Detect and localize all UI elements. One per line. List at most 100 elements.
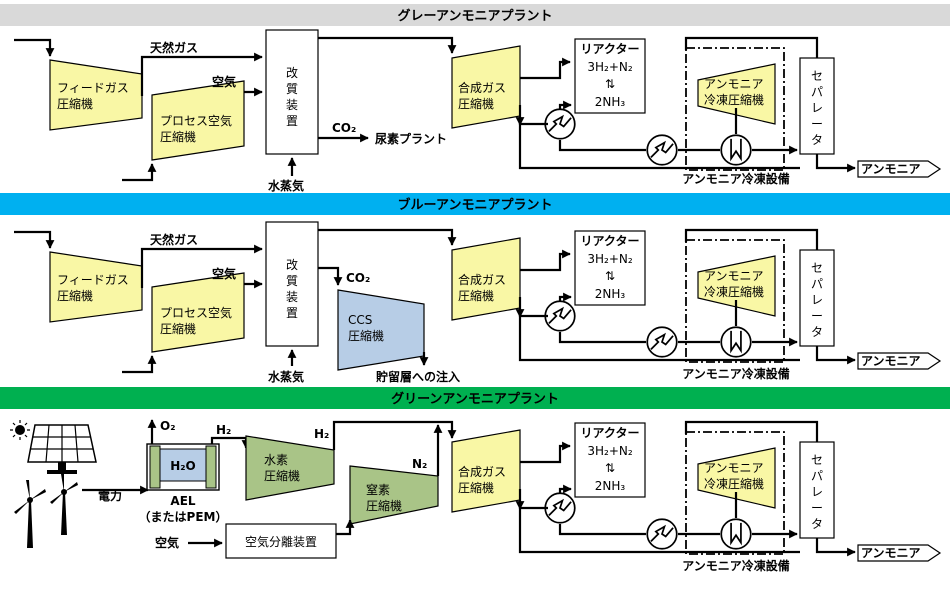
cooler-line bbox=[558, 140, 646, 152]
refrigeration-compressor-label-1: アンモニア bbox=[704, 461, 764, 475]
separator bbox=[799, 249, 835, 347]
air-label: 空気 bbox=[212, 266, 236, 281]
ccs-compressor-label-2: 圧縮機 bbox=[348, 328, 384, 343]
co2-destination-label: 尿素プラント bbox=[375, 131, 447, 146]
refrigeration-return-line bbox=[684, 228, 819, 250]
refrigeration-unit-label: アンモニア冷凍設備 bbox=[682, 558, 790, 573]
chiller-icon bbox=[720, 134, 752, 166]
product-line bbox=[815, 346, 856, 365]
feed-compressor-label-2: 圧縮機 bbox=[57, 96, 93, 111]
separator-char-3: レ bbox=[811, 101, 823, 115]
chiller-icon bbox=[720, 326, 752, 358]
separator-char-2: パ bbox=[811, 277, 823, 291]
loop-bottom-line bbox=[518, 314, 800, 362]
co2-label: CO₂ bbox=[332, 121, 356, 135]
air-separation-label: 空気分離装置 bbox=[245, 534, 317, 549]
reactor-feed-line bbox=[520, 57, 571, 80]
chiller-icon bbox=[720, 518, 752, 550]
reformer-char-1: 改 bbox=[286, 258, 298, 272]
refrigeration-unit-boundary bbox=[685, 431, 785, 555]
synthesis-compressor-label-2: 圧縮機 bbox=[458, 288, 494, 303]
reactor-arrow: ⇅ bbox=[605, 269, 615, 283]
product-arrow-box bbox=[857, 160, 942, 178]
product-label: アンモニア bbox=[861, 162, 921, 176]
section-title-band bbox=[0, 4, 950, 26]
reformer bbox=[265, 221, 319, 347]
synthesis-compressor-label-1: 合成ガス bbox=[458, 464, 506, 479]
power-label: 電力 bbox=[98, 488, 122, 503]
air-compressor-label-1: プロセス空気 bbox=[160, 305, 232, 320]
reactor-reactants: 3H₂+N₂ bbox=[587, 252, 633, 266]
product-arrow-box bbox=[857, 352, 942, 370]
co2-line bbox=[318, 266, 343, 286]
reformer-char-4: 置 bbox=[286, 114, 298, 128]
heat-exchanger-icon bbox=[544, 108, 576, 140]
feed-inlet-line bbox=[14, 38, 55, 57]
separator-char-4: ー bbox=[811, 501, 823, 515]
feed-gas-compressor bbox=[49, 251, 143, 323]
refrigeration-unit-label: アンモニア冷凍設備 bbox=[682, 366, 790, 381]
reactor-product: 2NH₃ bbox=[595, 95, 626, 109]
refrigeration-unit-boundary bbox=[685, 47, 785, 171]
n2-line-label: N₂ bbox=[412, 457, 427, 471]
product-line bbox=[815, 154, 856, 173]
reactor-product: 2NH₃ bbox=[595, 287, 626, 301]
air-compressor-label-2: 圧縮機 bbox=[160, 321, 196, 336]
reformer-char-3: 装 bbox=[286, 290, 298, 304]
separator-char-3: レ bbox=[811, 485, 823, 499]
section-title: グレーアンモニアプラント bbox=[398, 8, 553, 24]
section-title-band bbox=[0, 387, 950, 409]
natural-gas-line bbox=[140, 52, 263, 96]
reformer-char-1: 改 bbox=[286, 66, 298, 80]
n2-compressor-label-2: 圧縮機 bbox=[366, 498, 402, 513]
air-compressor-label-1: プロセス空気 bbox=[160, 113, 232, 128]
section-title: ブルーアンモニアプラント bbox=[398, 197, 553, 213]
reactor bbox=[574, 422, 646, 498]
synthesis-compressor-label-1: 合成ガス bbox=[458, 272, 506, 287]
h2-line bbox=[332, 420, 457, 450]
steam-label: 水蒸気 bbox=[268, 369, 304, 384]
steam-label: 水蒸気 bbox=[268, 178, 304, 193]
air-label: 空気 bbox=[155, 535, 179, 550]
h2-out-label: H₂ bbox=[216, 423, 231, 437]
reactor bbox=[574, 230, 646, 306]
heat-exchanger-icon bbox=[646, 134, 678, 166]
feed-compressor-label-1: フィードガス bbox=[57, 81, 129, 95]
separator-char-5: タ bbox=[811, 133, 823, 147]
reformer bbox=[265, 29, 319, 155]
separator-char-1: セ bbox=[811, 69, 823, 83]
product-line bbox=[815, 538, 856, 557]
synthesis-compressor-label-2: 圧縮機 bbox=[458, 96, 494, 111]
air-separation-outlet-line bbox=[336, 519, 355, 536]
air-compressor-label-2: 圧縮機 bbox=[160, 129, 196, 144]
syngas-line bbox=[318, 228, 457, 246]
heat-exchanger-icon bbox=[544, 492, 576, 524]
green-plant-section: グリーンアンモニアプラント 電力 H₂O AEL （またはPEM） O₂ H₂ … bbox=[0, 387, 950, 573]
ammonia-refrigeration-compressor bbox=[697, 255, 776, 317]
co2-label: CO₂ bbox=[346, 271, 370, 285]
reformer-char-2: 質 bbox=[286, 273, 298, 288]
reformer-char-2: 質 bbox=[286, 81, 298, 96]
co2-destination-label: 貯留層への注入 bbox=[376, 369, 460, 384]
ccs-compressor-label-1: CCS bbox=[348, 313, 372, 327]
process-air-compressor bbox=[151, 80, 245, 161]
sun-icon bbox=[10, 420, 30, 440]
natural-gas-label: 天然ガス bbox=[150, 232, 198, 247]
air-inlet-line bbox=[122, 355, 157, 374]
reactor bbox=[574, 38, 646, 114]
product-label: アンモニア bbox=[861, 354, 921, 368]
air-separation-unit bbox=[225, 523, 337, 559]
product-label: アンモニア bbox=[861, 546, 921, 560]
syngas-line bbox=[318, 36, 457, 54]
ammonia-refrigeration-compressor bbox=[697, 63, 776, 125]
refrigeration-return-line bbox=[684, 420, 819, 442]
loop-bottom-line bbox=[518, 122, 800, 170]
h2o-label: H₂O bbox=[170, 459, 196, 473]
separator-char-3: レ bbox=[811, 293, 823, 307]
natural-gas-line bbox=[140, 244, 263, 288]
feed-compressor-label-2: 圧縮機 bbox=[57, 288, 93, 303]
ammonia-refrigeration-compressor bbox=[697, 447, 776, 509]
o2-label: O₂ bbox=[160, 419, 175, 433]
h2-compressor-label-1: 水素 bbox=[264, 453, 288, 467]
